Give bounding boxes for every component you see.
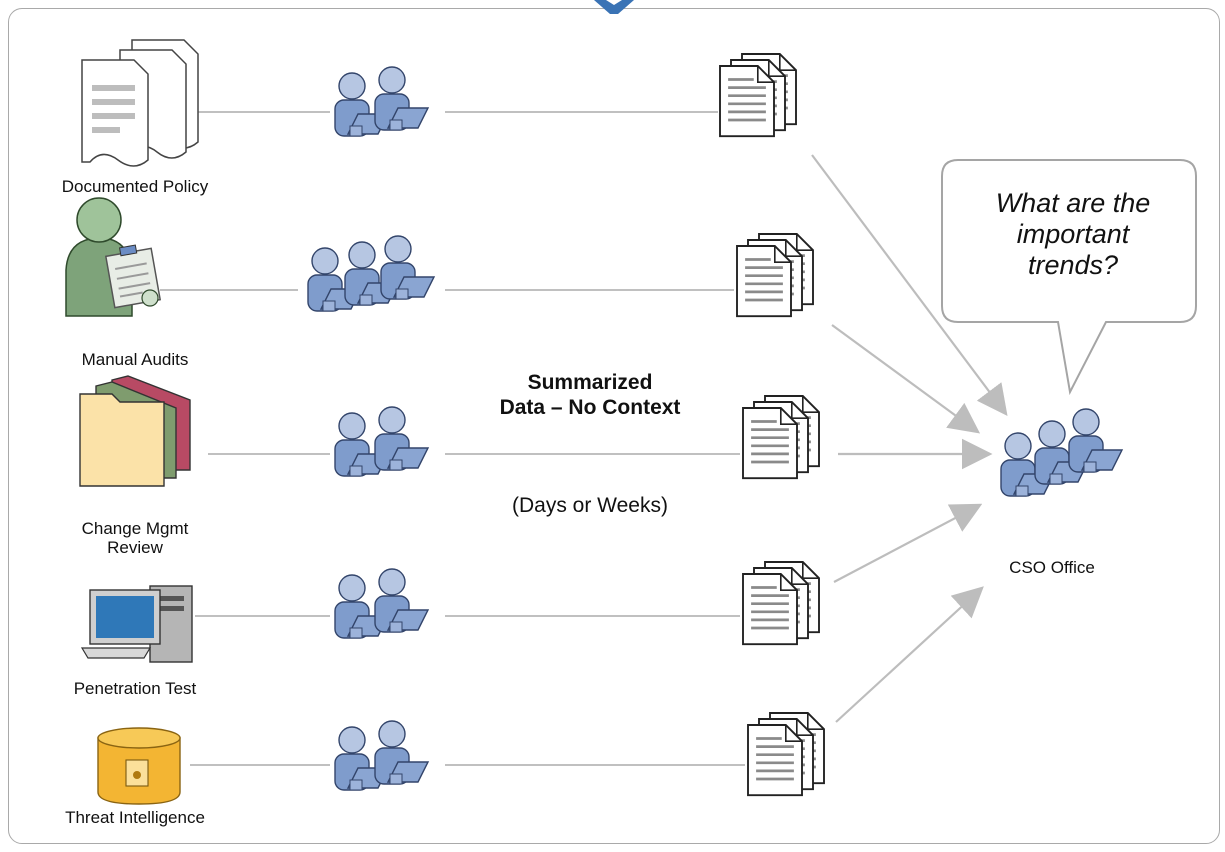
report-stack-row-5 [748,713,824,795]
center-sublabel: (Days or Weeks) [512,494,668,517]
analyst-group-row-1 [334,66,429,137]
analyst-group-row-5 [334,720,429,791]
report-stack-row-1 [720,54,796,136]
callout-text: What are the important trends? [995,188,1151,280]
source-label-manual-audits: Manual Audits [81,350,189,369]
report-stack-row-2 [737,234,813,316]
report-stack-row-3 [743,396,819,478]
destination-label: CSO Office [1009,558,1095,577]
center-label: Summarized Data – No Context [499,371,681,419]
connector-lines [160,111,745,766]
people-group-icon [1000,408,1123,497]
desktop-computer-icon [80,585,193,663]
source-label-documented-policy: Documented Policy [61,177,209,196]
arrows-to-cso [811,154,1008,723]
analyst-group-row-2 [307,235,435,312]
auditor-clipboard-icon [65,197,162,317]
folders-icon [79,375,191,487]
source-label-threat-intelligence: Threat Intelligence [65,808,205,827]
document-stack-icon [81,39,199,167]
title-fragment [594,0,634,14]
database-cylinder-icon [97,727,181,805]
speech-bubble [941,159,1197,396]
analyst-group-row-3 [334,406,429,477]
source-label-change-mgmt-review: Change Mgmt Review [81,519,189,557]
source-label-penetration-test: Penetration Test [73,679,197,698]
analyst-group-row-4 [334,568,429,639]
report-stack-row-4 [743,562,819,644]
